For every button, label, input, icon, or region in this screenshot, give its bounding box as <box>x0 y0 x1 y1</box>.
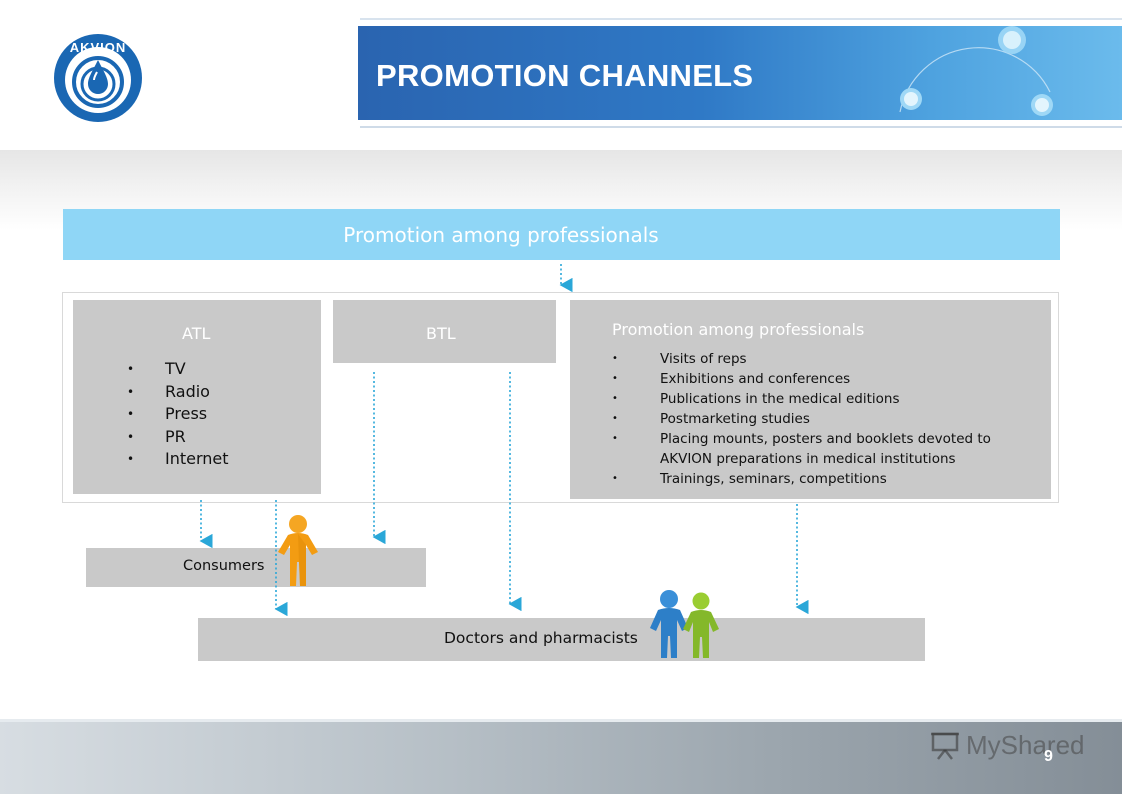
akvion-logo: AKVION <box>50 30 146 126</box>
atl-title: ATL <box>182 324 211 343</box>
watermark: MyShared <box>930 730 1085 761</box>
professionals-item: Placing mounts, posters and booklets dev… <box>608 429 1038 469</box>
professionals-item: Trainings, seminars, competitions <box>608 469 1038 489</box>
btl-box <box>333 300 556 363</box>
logo-text: AKVION <box>70 40 127 55</box>
page-number: 9 <box>1044 748 1053 765</box>
header-bubbles-decoration <box>880 22 1080 126</box>
atl-item: Press <box>125 403 229 426</box>
header-rule-bottom <box>360 126 1122 128</box>
header-band <box>358 26 1122 120</box>
atl-item: Internet <box>125 448 229 471</box>
professionals-item: Exhibitions and conferences <box>608 369 1038 389</box>
presentation-icon <box>931 732 959 760</box>
atl-item: PR <box>125 426 229 449</box>
doctors-bar <box>198 618 925 661</box>
professionals-item: Postmarketing studies <box>608 409 1038 429</box>
atl-list: TV Radio Press PR Internet <box>125 358 229 471</box>
professionals-title: Promotion among professionals <box>612 320 865 339</box>
page-title: PROMOTION CHANNELS <box>376 58 754 93</box>
consumers-bar <box>86 548 426 587</box>
atl-item: TV <box>125 358 229 381</box>
banner-label: Promotion among professionals <box>343 222 659 247</box>
header-rule-top <box>360 18 1122 20</box>
professionals-item: Visits of reps <box>608 349 1038 369</box>
consumers-label: Consumers <box>183 558 265 574</box>
btl-title: BTL <box>426 324 456 343</box>
professionals-item: Publications in the medical editions <box>608 389 1038 409</box>
watermark-text: MyShared <box>966 730 1085 760</box>
top-banner: Promotion among professionals <box>63 209 1060 260</box>
professionals-list: Visits of reps Exhibitions and conferenc… <box>608 349 1038 489</box>
footer-rule <box>0 719 1122 722</box>
doctors-label: Doctors and pharmacists <box>444 629 638 647</box>
atl-item: Radio <box>125 381 229 404</box>
